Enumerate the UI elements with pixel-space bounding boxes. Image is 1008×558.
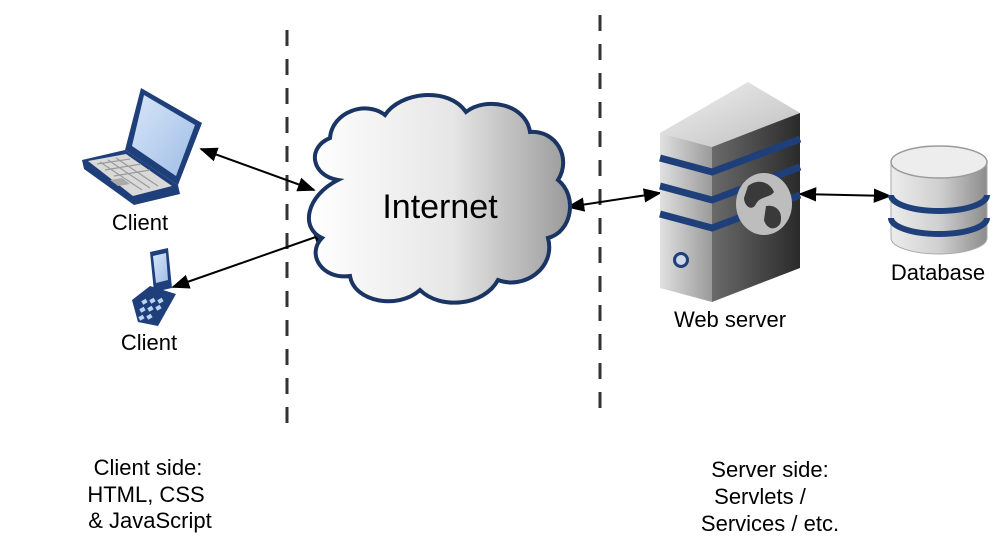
phone-icon bbox=[132, 248, 176, 326]
web-server-label: Web server bbox=[674, 307, 786, 332]
server-side-line-3: Services / etc. bbox=[701, 511, 839, 536]
laptop-client-label: Client bbox=[112, 210, 168, 235]
client-side-line-2: HTML, CSS bbox=[87, 482, 204, 507]
database-icon bbox=[888, 145, 990, 255]
edge-phone-internet bbox=[171, 230, 332, 289]
internet-label: Internet bbox=[382, 188, 498, 226]
client-side-caption: Client side: HTML, CSS & JavaScript bbox=[87, 455, 211, 533]
server-side-line-1: Server side: bbox=[711, 457, 828, 482]
edge-internet-server bbox=[566, 188, 662, 212]
edge-laptop-internet bbox=[199, 147, 316, 192]
client-side-line-1: Client side: bbox=[94, 455, 203, 480]
server-icon bbox=[659, 82, 802, 302]
database-label: Database bbox=[891, 260, 985, 285]
client-side-line-3: & JavaScript bbox=[88, 508, 212, 533]
server-side-line-2: Servlets / bbox=[714, 484, 807, 509]
phone-client-label: Client bbox=[121, 330, 177, 355]
cloud-icon bbox=[306, 92, 573, 305]
laptop-icon bbox=[82, 88, 202, 205]
edge-server-database bbox=[798, 187, 892, 203]
server-side-caption: Server side: Servlets / Services / etc. bbox=[701, 457, 839, 536]
